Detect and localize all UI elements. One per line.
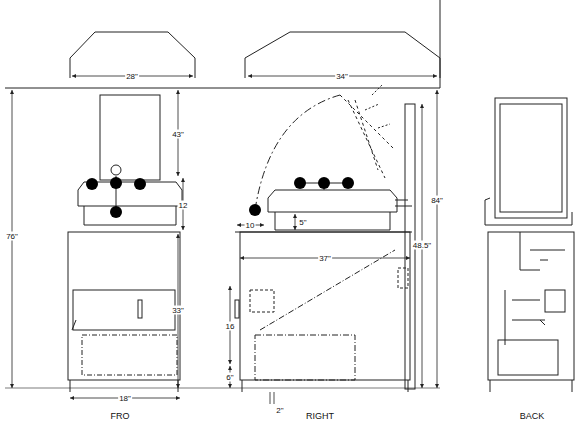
dimension-label: 76" xyxy=(5,232,19,241)
view-label: RIGHT xyxy=(305,412,335,421)
dimension-label: 6" xyxy=(225,373,234,382)
view-label: BACK xyxy=(519,412,546,421)
dimension-label: 43" xyxy=(171,130,185,139)
dimension-label: 48.5" xyxy=(412,241,432,250)
dimension-label: 2" xyxy=(275,406,284,415)
dimension-label: 28" xyxy=(125,72,139,81)
dimension-label: 12 xyxy=(178,201,189,210)
dimension-label: 5" xyxy=(298,218,307,227)
dimension-label: 37" xyxy=(318,254,332,263)
dimension-label: 10 xyxy=(245,221,256,230)
view-label: FRO xyxy=(110,412,131,421)
dimension-label: 33" xyxy=(171,306,185,315)
dimension-label: 34" xyxy=(335,72,349,81)
dimension-label: 16 xyxy=(225,322,236,331)
dimension-label: 18" xyxy=(118,394,132,403)
dimension-label: 84" xyxy=(430,196,444,205)
